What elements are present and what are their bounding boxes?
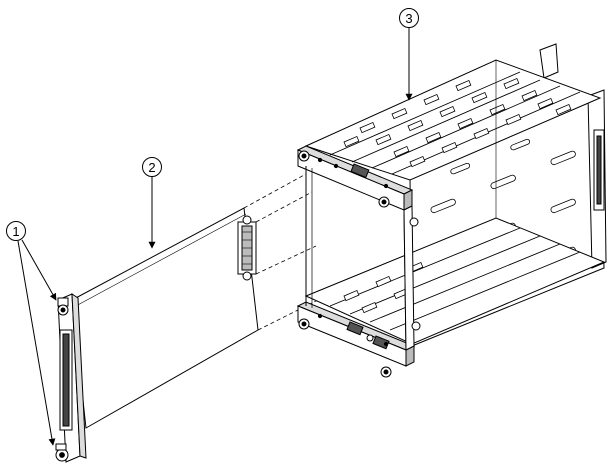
top-vent-slots	[343, 78, 572, 168]
chassis-screws	[298, 150, 421, 378]
circuit-board	[71, 207, 259, 429]
chassis	[296, 43, 607, 378]
module-card	[55, 207, 259, 463]
front-panel	[55, 293, 87, 463]
top-captive-screw	[57, 297, 69, 316]
callouts	[6, 8, 419, 446]
callout-1	[6, 221, 57, 446]
callout-3	[399, 8, 419, 101]
callout-2-label: 2	[148, 160, 155, 175]
callout-1-label: 1	[12, 224, 19, 239]
insertion-guide-lines	[243, 173, 319, 331]
front-frame	[296, 145, 416, 367]
callout-2	[142, 157, 162, 249]
chassis-bottom-panel	[304, 217, 606, 345]
bottom-captive-screw	[55, 443, 69, 462]
callout-3-label: 3	[405, 11, 412, 26]
backplane-connector	[237, 215, 257, 281]
